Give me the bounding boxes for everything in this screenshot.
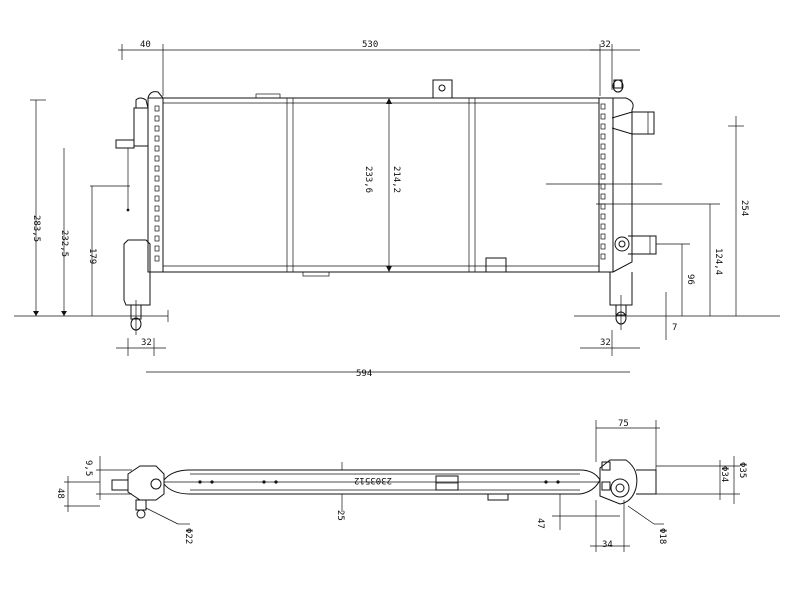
front-view: [90, 79, 720, 335]
left-tank-hole: [154, 165, 160, 172]
bottom-mounting-bracket: [485, 257, 507, 272]
left-tank-hole: [154, 145, 160, 152]
left-tank-hole: [154, 245, 160, 252]
dim-side-phi34: Φ34: [719, 466, 729, 482]
side-view-right-head: [599, 459, 638, 505]
dim-side-34: 34: [602, 540, 613, 550]
core-stiffener-left: [286, 97, 294, 273]
dim-side-47: 47: [535, 518, 545, 529]
right-tank-hole: [600, 163, 606, 170]
dim-side-phi22: Φ22: [183, 528, 193, 544]
right-tank-hole: [600, 133, 606, 140]
part-number: 2303512: [354, 475, 392, 485]
right-tank-hole: [600, 253, 606, 260]
dim-left-width: 40: [140, 40, 151, 50]
dim-right-height-124: 124,4: [713, 248, 723, 275]
radiator-core: [162, 97, 600, 273]
right-tank-hole: [600, 113, 606, 120]
dim-right-height-254: 254: [739, 200, 749, 216]
left-tank-hole: [154, 215, 160, 222]
right-tank-hole: [600, 173, 606, 180]
dim-bottom-right-width: 32: [600, 338, 611, 348]
right-tank-hole: [600, 213, 606, 220]
dim-side-phi18: Φ18: [657, 528, 667, 544]
front-view-dimensions: 40 530 32 283,5 232,5 179 233,6 214,2 32: [14, 40, 780, 379]
side-view-dimensions: 9,5 48 Φ22 25 47 34 Φ18 75 Φ34 Φ35: [55, 419, 747, 552]
right-tank-hole: [600, 183, 606, 190]
left-tank-hole: [154, 255, 160, 262]
left-tank-holes: [154, 105, 160, 262]
side-view-left-head: [127, 465, 165, 501]
dim-side-phi35: Φ35: [737, 462, 747, 478]
dim-side-9-5: 9,5: [83, 460, 93, 476]
right-tank-hole: [600, 193, 606, 200]
left-tank-hole: [154, 115, 160, 122]
left-tank-hole: [154, 105, 160, 112]
left-tank-hole: [154, 135, 160, 142]
side-view: 2303512: [111, 459, 657, 519]
right-tank-holes: [600, 103, 606, 260]
dim-height-179: 179: [87, 248, 97, 264]
left-tank-hole: [154, 235, 160, 242]
side-view-outlet: [636, 469, 657, 495]
dim-height-232: 232,5: [59, 230, 69, 257]
dim-side-25: 25: [335, 510, 345, 521]
left-tank-hole: [154, 195, 160, 202]
right-tank-hole: [600, 103, 606, 110]
right-tank-hole: [600, 223, 606, 230]
dim-core-height: 233,6: [363, 166, 373, 193]
right-tank-hole: [600, 123, 606, 130]
left-tank-hole: [154, 205, 160, 212]
top-mounting-bracket: [432, 79, 453, 98]
drain-plug: [614, 236, 630, 252]
left-lower-pin: [123, 239, 151, 306]
right-tank-hole: [600, 233, 606, 240]
dim-side-48: 48: [55, 488, 65, 499]
right-tank-hole: [600, 203, 606, 210]
lower-outlet-pipe: [628, 235, 657, 255]
left-mounting-bracket: [135, 97, 149, 109]
dim-core-height-2: 214,2: [391, 166, 401, 193]
dim-right-small-7: 7: [672, 323, 677, 333]
left-tank-hole: [154, 155, 160, 162]
left-tank: [147, 97, 164, 273]
dim-core-width: 530: [362, 40, 378, 50]
left-tank-hole: [154, 175, 160, 182]
upper-outlet-pipe: [611, 111, 655, 135]
right-tank-hole: [600, 243, 606, 250]
left-tank-hole: [154, 225, 160, 232]
dim-top-right-width: 32: [600, 40, 611, 50]
left-tank-hole: [154, 185, 160, 192]
dim-right-height-96: 96: [685, 274, 695, 285]
right-tank-hole: [600, 143, 606, 150]
dim-bottom-left-width: 32: [141, 338, 152, 348]
left-tank-hole: [154, 125, 160, 132]
right-tank: [598, 97, 614, 273]
core-stiffener-right: [468, 97, 476, 273]
dim-overall-width: 594: [356, 369, 372, 379]
dim-overall-height: 283,5: [31, 215, 41, 242]
right-tank-hole: [600, 153, 606, 160]
dim-side-75: 75: [618, 419, 629, 429]
